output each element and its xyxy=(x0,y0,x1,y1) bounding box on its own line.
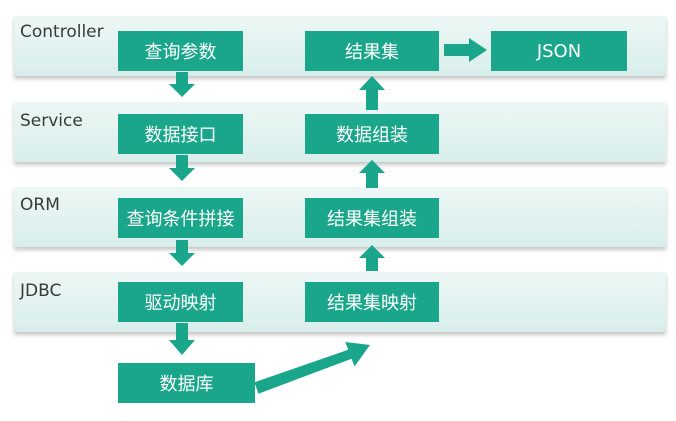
arrow-up-mapping-to-assembly xyxy=(359,245,385,271)
step-data-interface: 数据接口 xyxy=(118,114,243,154)
layer-label-service: Service xyxy=(20,111,83,131)
step-database: 数据库 xyxy=(118,363,255,403)
step-query-params: 查询参数 xyxy=(118,31,243,71)
step-result-set: 结果集 xyxy=(305,31,439,71)
step-query-condition-concat: 查询条件拼接 xyxy=(118,198,243,238)
step-driver-mapping: 驱动映射 xyxy=(118,282,243,322)
arrow-up-assembly-to-data-assembly xyxy=(359,160,385,188)
layer-label-controller: Controller xyxy=(20,22,104,42)
arrow-database-to-result-mapping xyxy=(254,342,370,394)
layer-label-jdbc: JDBC xyxy=(20,281,62,301)
layer-label-orm: ORM xyxy=(20,195,60,215)
step-json: JSON xyxy=(491,31,627,71)
step-result-set-mapping: 结果集映射 xyxy=(305,282,439,322)
step-result-set-assembly: 结果集组装 xyxy=(305,198,439,238)
step-data-assembly: 数据组装 xyxy=(305,114,439,154)
